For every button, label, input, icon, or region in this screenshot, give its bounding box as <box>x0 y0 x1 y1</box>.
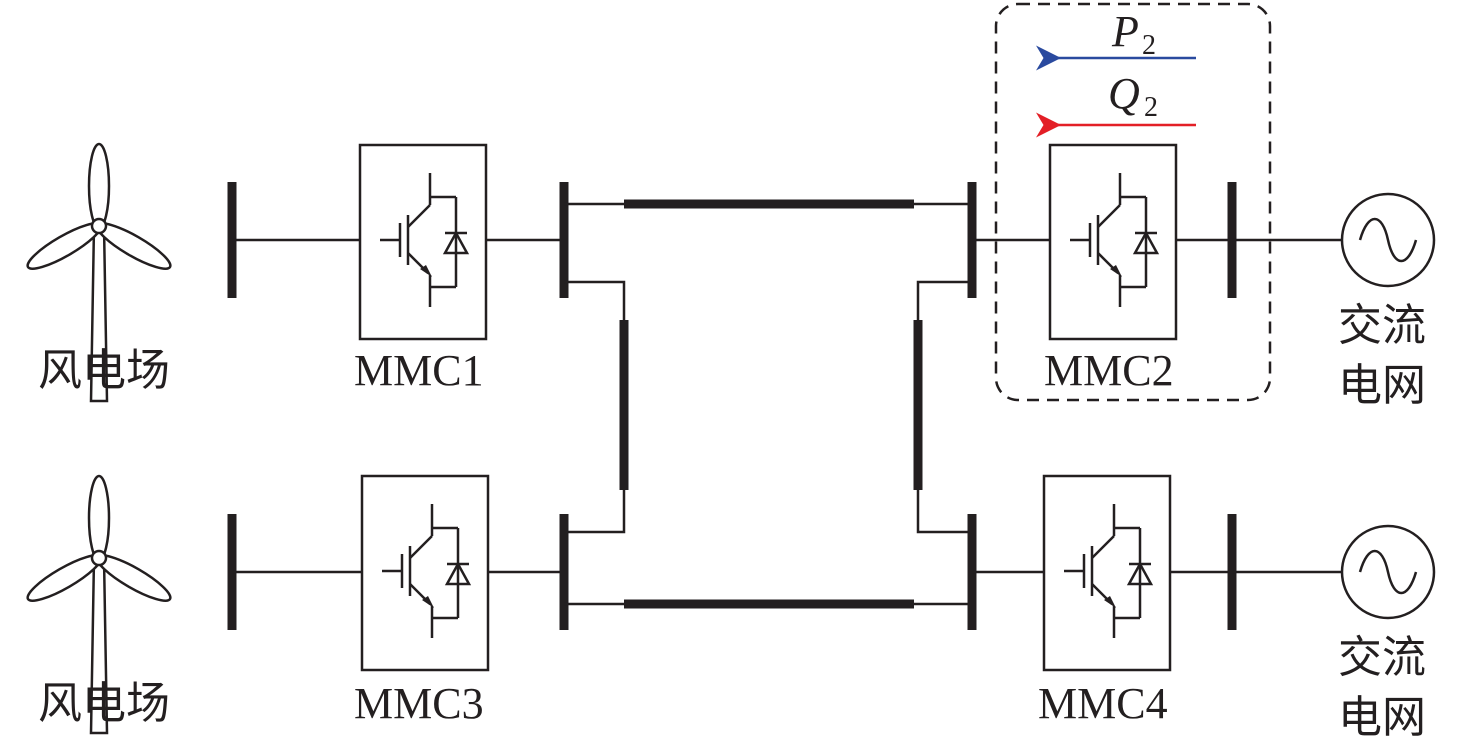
converter-mmc1 <box>358 143 488 341</box>
ac-source-icon <box>1340 524 1436 620</box>
ac-grid-label-1b: 电网 <box>1338 360 1426 411</box>
converter-mmc2 <box>1048 143 1178 341</box>
converter-label-mmc4: MMC4 <box>1038 679 1168 728</box>
converter-mmc4 <box>1042 474 1172 672</box>
ac-grid-label-1a: 交流 <box>1338 300 1426 351</box>
ac-source-icon <box>1340 192 1436 288</box>
reactive-power-label: Q <box>1108 69 1140 118</box>
active-power-subscript: 2 <box>1142 30 1156 61</box>
wind-farm-label-2: 风电场 <box>38 678 170 729</box>
wind-farm-label-1: 风电场 <box>38 345 170 396</box>
ac-grid-label-2b: 电网 <box>1338 692 1426 743</box>
converter-label-mmc2: MMC2 <box>1044 346 1174 395</box>
active-power-label: P <box>1111 7 1139 56</box>
converter-label-mmc1: MMC1 <box>354 346 484 395</box>
converter-mmc3 <box>360 474 490 672</box>
converter-label-mmc3: MMC3 <box>354 679 484 728</box>
reactive-power-subscript: 2 <box>1144 92 1158 123</box>
highlight-box <box>994 2 1272 402</box>
ac-grid-label-2a: 交流 <box>1338 632 1426 683</box>
